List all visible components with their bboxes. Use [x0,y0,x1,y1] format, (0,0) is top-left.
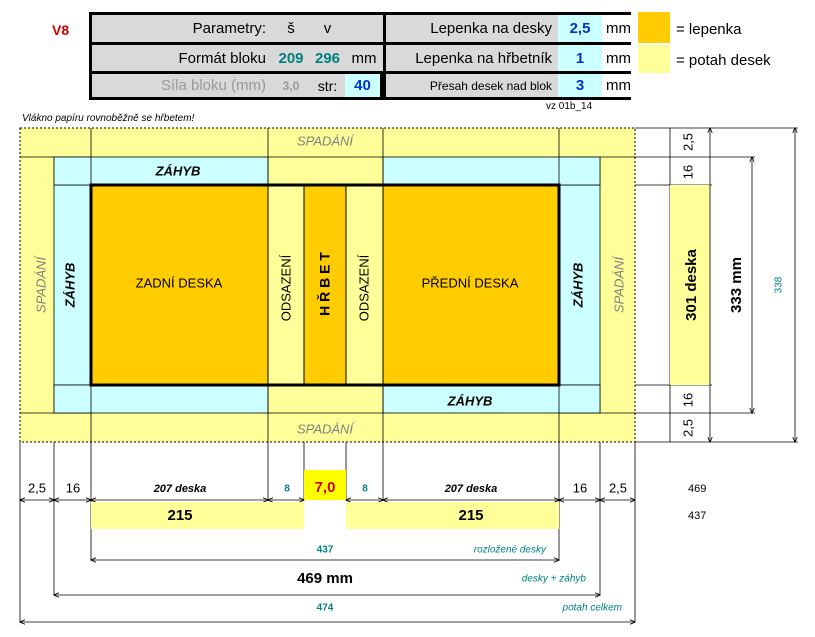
dim-right-333: 333 mm [728,257,745,313]
format-unit: mm [345,45,383,71]
zadni-deska-board [90,184,269,386]
dim-bottom-2-5-left: 2,5 [28,480,46,495]
col-s-header: š [272,15,310,42]
corner-bl [53,384,92,414]
dim-bottom-207-right: 207 deska [444,483,498,495]
zahyb-bottom-label: ZÁHYB [447,393,493,408]
odsazeni-right [345,184,384,386]
dim-bottom-215-right: 215 [458,507,483,524]
format-width-value[interactable]: 209 [272,45,310,71]
dim-bottom-474-label: potah celkem [562,603,622,614]
spadani-top: SPADÁNÍ [297,133,355,148]
legend-lepenka-swatch [638,12,670,43]
corner-tl [53,156,92,186]
dim-right-2-5-bottom: 2,5 [680,419,695,437]
board-outline [89,183,561,387]
dim-bottom-207-left: 207 deska [153,483,207,495]
col-v-header: v [310,15,345,42]
dim-bottom-437: 437 [317,545,334,556]
lepenka-desky-label: Lepenka na desky [386,15,558,42]
lepenka-hrbet-unit: mm [602,45,632,71]
version-label: V8 [52,22,70,38]
predni-deska-label: PŘEDNÍ DESKA [422,275,519,290]
potah-width-left-bar [91,502,304,529]
zahyb-left-label: ZÁHYB [62,263,77,309]
zahyb-right-label: ZÁHYB [570,263,585,309]
lepenka-hrbet-label: Lepenka na hřbetník [386,45,558,71]
odsazeni-left-label: ODSAZENÍ [278,254,293,321]
odsazeni-left [267,184,305,386]
dim-bottom-215-left: 215 [167,507,192,524]
zadni-deska-label: ZADNÍ DESKA [136,275,223,290]
dim-bottom-8-left: 8 [284,484,290,495]
potah-width-right-bar [346,502,559,529]
legend-lepenka-label: = lepenka [676,20,742,38]
dim-bottom-2-5-right: 2,5 [609,480,627,495]
parametry-label: Parametry: [92,15,272,42]
zahyb-top-label: ZÁHYB [155,163,201,178]
presah-unit: mm [602,74,632,97]
lepenka-desky-unit: mm [602,15,632,42]
presah-value[interactable]: 3 [558,74,602,97]
corner-tr [558,156,601,186]
dim-bottom-469: 469 mm [297,570,353,587]
side-summary-437: 437 [688,510,706,522]
sila-value: 3,0 [272,74,310,97]
dim-bottom-spine: 7,0 [315,479,336,496]
format-label: Formát bloku [92,45,272,71]
deska-height-bar [670,185,710,385]
str-value[interactable]: 40 [345,74,380,97]
grain-note: Vlákno papíru rovnoběžně se hřbetem! [22,112,195,124]
lepenka-desky-value[interactable]: 2,5 [558,15,602,42]
dim-bottom-437-label: rozložené desky [474,545,547,556]
odsazeni-right-label: ODSAZENÍ [356,254,371,321]
side-summary-469: 469 [688,483,706,495]
dim-bottom-16-right: 16 [573,480,587,495]
sila-label: Síla bloku (mm) [92,74,272,97]
dim-bottom-16-left: 16 [66,480,80,495]
dim-bottom-8-right: 8 [362,484,368,495]
str-label: str: [310,74,345,97]
dim-right-16-top: 16 [680,165,695,179]
dim-bottom-469-label: desky + záhyb [522,574,587,585]
lepenka-hrbet-value[interactable]: 1 [558,45,602,71]
zahyb-left [53,184,92,386]
header-spacer-1 [345,15,383,42]
legend-potah-swatch [638,45,670,73]
dim-right-301: 301 deska [683,248,700,320]
dim-right-2-5-top: 2,5 [680,133,695,151]
spadani-right: SPADÁNÍ [611,255,626,313]
format-height-value[interactable]: 296 [310,45,345,71]
dim-right-338: 338 [774,276,785,293]
dim-right-16-bottom: 16 [680,393,695,407]
hrbet-label: H Ř B E T [316,252,333,316]
legend-potah-label: = potah desek [676,51,771,69]
zahyb-right [558,184,601,386]
dim-bottom-474: 474 [317,603,334,614]
spadani-left: SPADÁNÍ [33,255,48,313]
version-code: vz 01b_14 [546,100,593,112]
corner-br [558,384,601,414]
spadani-bottom: SPADÁNÍ [297,421,355,436]
presah-label: Přesah desek nad blok [386,74,558,97]
spine-width-box [304,470,346,500]
